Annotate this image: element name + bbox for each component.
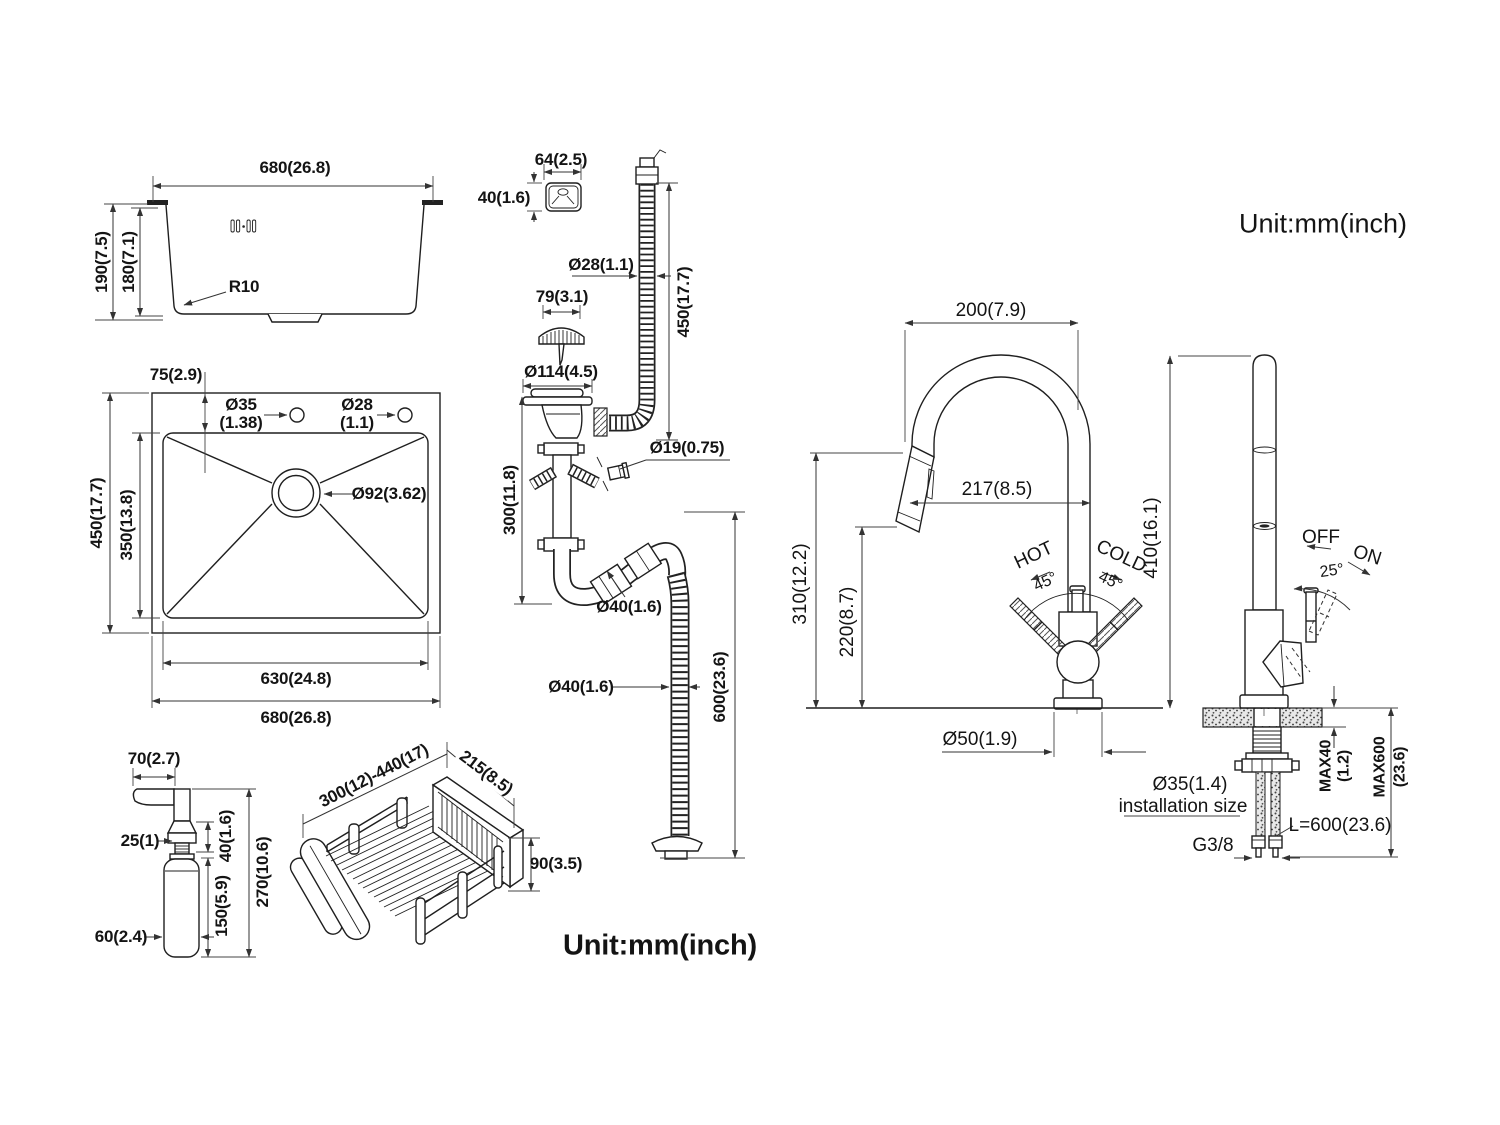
dim-faucet-outlet-height: 220(8.7): [836, 586, 858, 658]
label-off: OFF: [1302, 526, 1340, 548]
label-install-note: installation size: [1118, 795, 1248, 817]
dim-max-counter: MAX40: [1317, 739, 1335, 793]
dim-branch-dia: Ø19(0.75): [649, 437, 725, 457]
dim-sink-top-drain: Ø92(3.62): [351, 483, 427, 503]
sink-top-view-drawing: [102, 372, 441, 708]
soap-dispenser-drawing: [132, 768, 256, 958]
dim-strainer-dia: 79(3.1): [535, 286, 589, 306]
dim-sink-top-width-outer: 680(26.8): [260, 707, 332, 727]
dim-faucet-total-height: 410(16.1): [1140, 497, 1162, 579]
drain-kit-drawing: [514, 149, 745, 860]
dim-sink-top-width-inner: 630(24.8): [260, 668, 332, 688]
dim-overflow-hose-len: 450(17.7): [673, 266, 693, 338]
dim-sink-top-hole-offset: 75(2.9): [149, 364, 203, 384]
dim-dispenser-spout: 70(2.7): [127, 748, 181, 768]
dim-max-hose-inch: (23.6): [1391, 746, 1409, 788]
dim-handle-angle: 25°: [1318, 560, 1346, 582]
dim-flange-dia: Ø114(4.5): [524, 361, 598, 381]
dim-outlet-dia: Ø40(1.6): [548, 676, 614, 696]
dim-faucet-spout-height: 310(12.2): [789, 543, 811, 625]
sink-side-view-drawing: [95, 176, 443, 323]
dim-sink-side-width: 680(26.8): [259, 157, 331, 177]
dim-faucet-base-dia: Ø50(1.9): [942, 728, 1018, 750]
faucet-front-view-drawing: [806, 319, 1163, 757]
dim-sink-side-depth-outer: 190(7.5): [91, 231, 111, 293]
dim-faucet-sprayer-reach: 217(8.5): [961, 478, 1033, 500]
dim-trap-dia: Ø40(1.6): [596, 596, 662, 616]
unit-note-top-right: Unit:mm(inch): [1238, 208, 1408, 239]
dim-dispenser-thread: 25(1): [120, 830, 160, 850]
dim-drain-body-height: 300(11.8): [499, 464, 519, 536]
dim-overflow-height: 40(1.6): [477, 187, 531, 207]
drain-basket-drawing: [289, 742, 540, 945]
dim-install-dia: Ø35(1.4): [1152, 773, 1228, 795]
dim-sink-top-hole-right: Ø28 (1.1): [340, 394, 374, 432]
dim-sink-corner-radius: R10: [228, 276, 260, 296]
dim-dispenser-bottle-h: 150(5.9): [211, 875, 231, 937]
dim-faucet-spout-reach: 200(7.9): [955, 299, 1027, 321]
dim-dispenser-bottle-dia: 60(2.4): [94, 926, 148, 946]
faucet-side-view-drawing: [1124, 354, 1398, 862]
dim-sink-side-depth-inner: 180(7.1): [118, 231, 138, 293]
dim-hose-length: L=600(23.6): [1288, 814, 1392, 836]
dim-basket-height: 90(3.5): [529, 853, 583, 873]
dim-overflow-width: 64(2.5): [534, 149, 588, 169]
dim-outlet-length: 600(23.6): [709, 651, 729, 723]
unit-note-bottom: Unit:mm(inch): [563, 929, 757, 962]
dim-overflow-hose-dia: Ø28(1.1): [568, 254, 634, 274]
dim-dispenser-neck: 40(1.6): [215, 809, 235, 863]
dim-thread-size: G3/8: [1192, 834, 1234, 856]
dim-sink-top-hole-left: Ø35 (1.38): [219, 394, 263, 432]
dim-sink-top-length-inner: 350(13.8): [116, 489, 136, 561]
dim-max-counter-inch: (1.2): [1335, 750, 1353, 782]
dim-sink-top-length-outer: 450(17.7): [86, 477, 106, 549]
dim-dispenser-total-h: 270(10.6): [252, 836, 272, 908]
dim-max-hose: MAX600: [1371, 736, 1389, 798]
